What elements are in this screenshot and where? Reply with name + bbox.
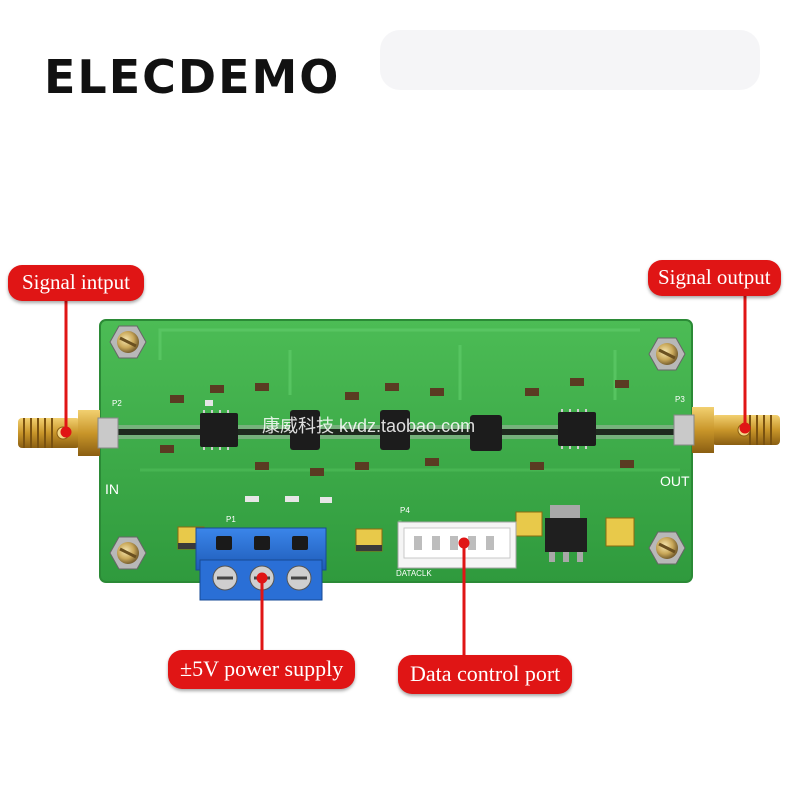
smd-components xyxy=(160,378,634,503)
voltage-regulator xyxy=(545,505,587,562)
integrated-circuits xyxy=(200,410,596,451)
p2-label: P2 xyxy=(112,399,122,408)
p1-label: P1 xyxy=(226,515,236,524)
callout-pointers xyxy=(60,292,751,657)
power-supply-callout: ±5V power supply xyxy=(168,650,356,689)
p4-label: P4 xyxy=(400,506,410,515)
in-label: IN xyxy=(105,481,119,497)
signal-input-callout: Signal intput xyxy=(8,265,144,301)
data-header-connector xyxy=(397,521,517,569)
out-label: OUT xyxy=(660,473,690,489)
p3-label: P3 xyxy=(675,395,685,404)
mounting-screws xyxy=(109,325,686,570)
shop-watermark: 康威科技 kvdz.taobao.com xyxy=(262,416,475,436)
data-header-label: DATACLK xyxy=(396,569,432,578)
signal-output-callout: Signal output xyxy=(648,260,781,296)
brand-logo-text: ELECDEMO xyxy=(44,50,341,104)
data-port-callout: Data control port xyxy=(398,655,573,694)
